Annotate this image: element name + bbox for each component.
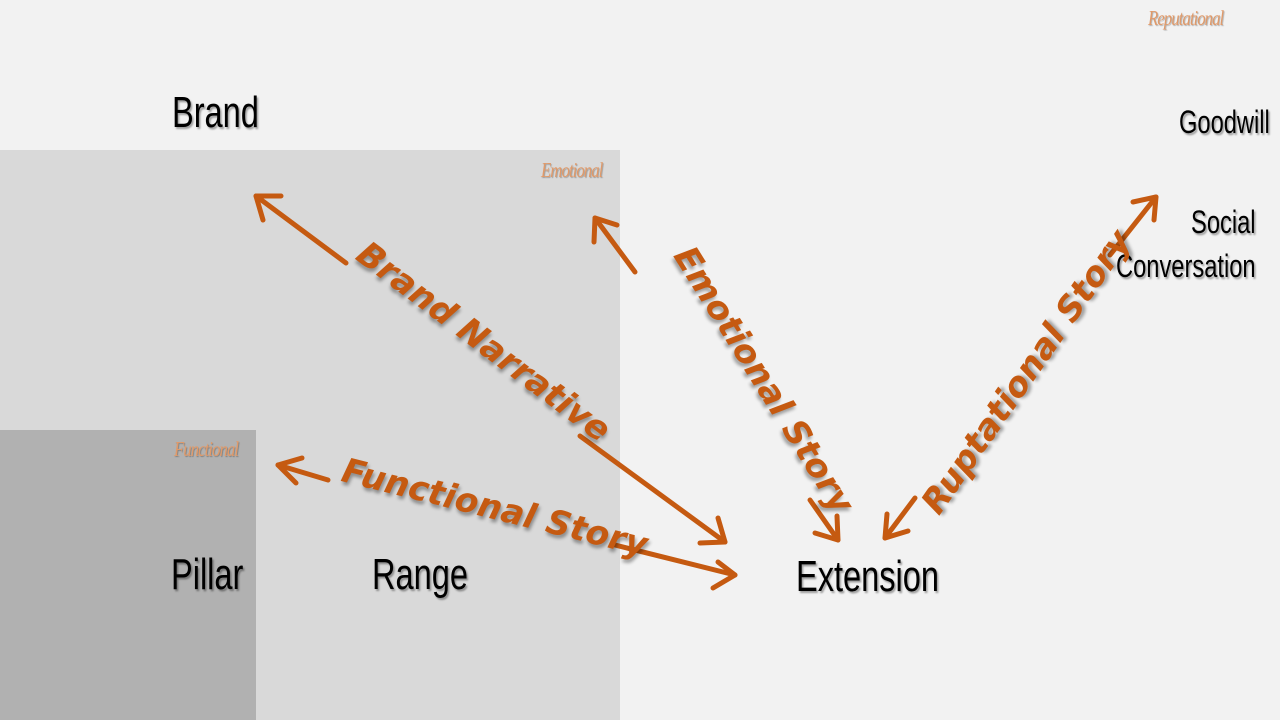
social-conversation-block: Social Conversation [1067,200,1256,288]
term-brand: Brand [172,88,259,137]
ruptational-story-arrow [882,194,1159,541]
functional-tier-panel [0,430,256,720]
term-extension: Extension [796,552,939,601]
term-pillar: Pillar [171,550,244,599]
tier-label-reputational: Reputational [1148,6,1224,30]
tier-label-emotional: Emotional [541,158,603,182]
tier-label-functional: Functional [174,437,239,461]
term-range: Range [372,550,468,599]
brand-narrative-arrow [253,193,728,546]
term-social: Social [1191,204,1256,240]
term-goodwill: Goodwill [1179,104,1270,140]
emotional-story-arrow [591,215,841,543]
functional-story-arrow [275,455,738,591]
term-conversation: Conversation [1116,248,1256,284]
